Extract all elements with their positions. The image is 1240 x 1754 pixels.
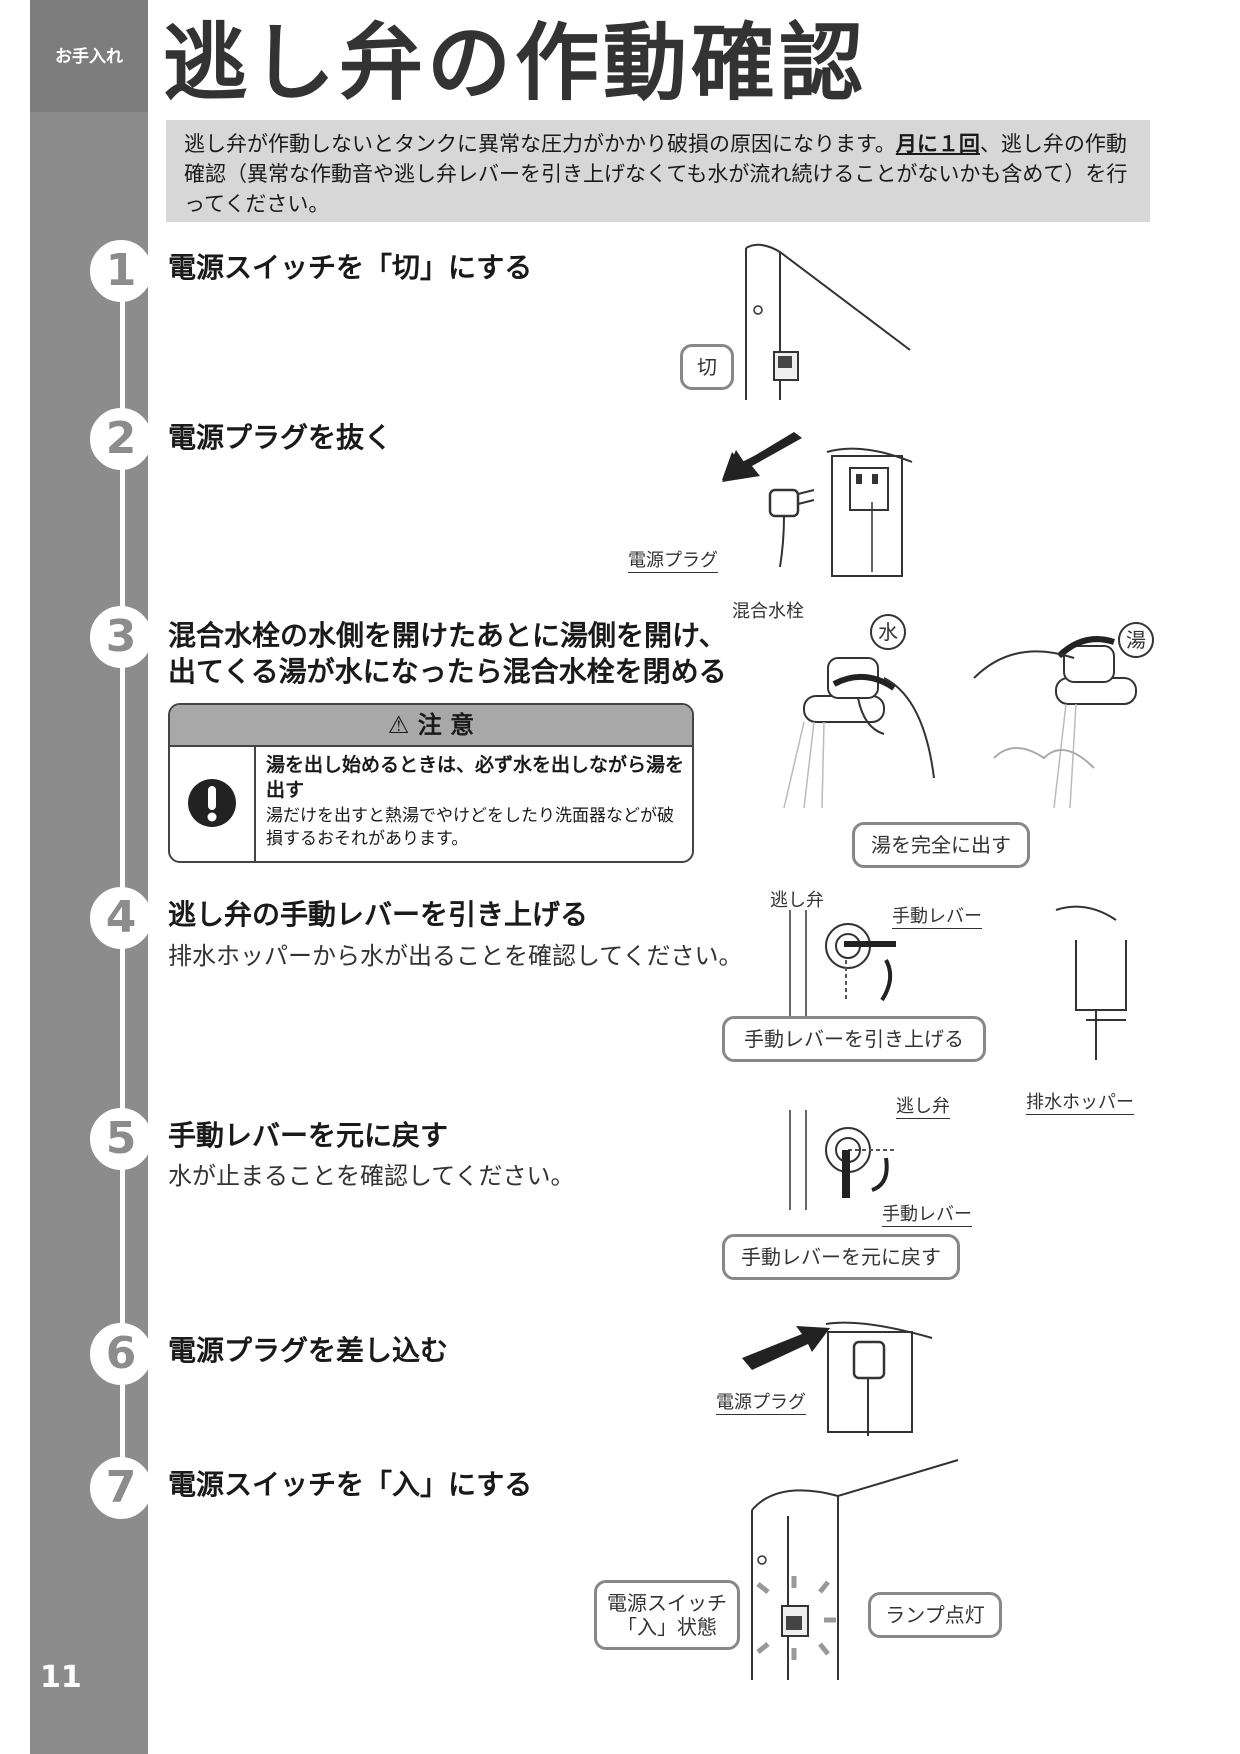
plug-in-illustration	[742, 1321, 933, 1436]
step-number-5: 5	[90, 1108, 152, 1170]
step-7-title: 電源スイッチを「入」にする	[168, 1468, 533, 1501]
notice-box: 逃し弁が作動しないとタンクに異常な圧力がかかり破損の原因になります。月に１回、逃…	[166, 120, 1150, 222]
lever-label-5: 手動レバー	[882, 1200, 972, 1227]
plug-label-6: 電源プラグ	[716, 1388, 806, 1415]
unplug-illustration	[722, 432, 913, 577]
lever-up-illustration	[789, 905, 1127, 1060]
sidebar-header	[30, 0, 148, 112]
step-number-4: 4	[90, 887, 152, 949]
lever-label-4: 手動レバー	[892, 902, 982, 929]
step-1-title: 電源スイッチを「切」にする	[168, 251, 533, 284]
notice-text-before: 逃し弁が作動しないとタンクに異常な圧力がかかり破損の原因になります。	[184, 132, 896, 156]
page-title: 逃し弁の作動確認	[163, 14, 868, 112]
step-2-title: 電源プラグを抜く	[168, 421, 393, 454]
lever-back-callout: 手動レバーを元に戻す	[722, 1234, 960, 1280]
switch-on-line2: 「入」状態	[617, 1615, 717, 1639]
step-5-sub: 水が止まることを確認してください。	[168, 1162, 575, 1190]
notice-text-after: 、逃し弁の作動確認（異常な作動音や逃し弁レバーを引き上げなくても水が流れ続けるこ…	[184, 132, 1128, 216]
faucet-illustration	[783, 636, 1137, 809]
plug-label: 電源プラグ	[628, 546, 718, 573]
page-number: 11	[40, 1660, 82, 1695]
caution-heading: ⚠ 注 意	[170, 705, 692, 747]
appliance-switch-on-illustration	[751, 1459, 959, 1680]
hopper-label: 排水ホッパー	[1026, 1088, 1134, 1115]
hot-mark: 湯	[1118, 622, 1154, 658]
step-number-2: 2	[90, 408, 152, 470]
valve-label-4: 逃し弁	[770, 890, 824, 911]
exclamation-icon	[170, 745, 256, 861]
section-tag: お手入れ	[55, 47, 123, 67]
step-number-1: 1	[90, 240, 152, 302]
switch-on-line1: 電源スイッチ	[607, 1591, 727, 1615]
step-4-sub: 排水ホッパーから水が出ることを確認してください。	[168, 942, 743, 970]
lever-back-illustration	[789, 1110, 896, 1210]
step-6-title: 電源プラグを差し込む	[168, 1334, 449, 1367]
faucet-label: 混合水栓	[732, 601, 804, 622]
caution-box: ⚠ 注 意 湯を出し始めるときは、必ず水を出しながら湯を出す 湯だけを出すと熱湯…	[168, 703, 694, 863]
caution-strong-text: 湯を出し始めるときは、必ず水を出しながら湯を出す	[266, 754, 685, 801]
lamp-on-callout: ランプ点灯	[868, 1592, 1002, 1638]
valve-label-5: 逃し弁	[896, 1092, 950, 1119]
notice-emphasis: 月に１回	[895, 132, 980, 156]
step-4-title: 逃し弁の手動レバーを引き上げる	[168, 898, 589, 931]
lever-up-callout: 手動レバーを引き上げる	[722, 1016, 986, 1062]
appliance-switch-off-illustration	[745, 243, 911, 400]
step-number-6: 6	[90, 1323, 152, 1385]
off-callout: 切	[680, 344, 734, 390]
step-3-title-line2: 出てくる湯が水になったら混合水栓を閉める	[168, 655, 727, 688]
switch-on-callout: 電源スイッチ 「入」状態	[594, 1580, 740, 1650]
caution-detail-text: 湯だけを出すと熱湯でやけどをしたり洗面器などが破損するおそれがあります。	[266, 806, 674, 849]
step-3-title-line1: 混合水栓の水側を開けたあとに湯側を開け、	[168, 619, 727, 652]
water-mark: 水	[870, 614, 906, 650]
hot-out-callout: 湯を完全に出す	[852, 822, 1030, 868]
step-connector	[120, 270, 125, 1490]
step-5-title: 手動レバーを元に戻す	[168, 1119, 449, 1152]
step-number-3: 3	[90, 606, 152, 668]
step-number-7: 7	[90, 1457, 152, 1519]
